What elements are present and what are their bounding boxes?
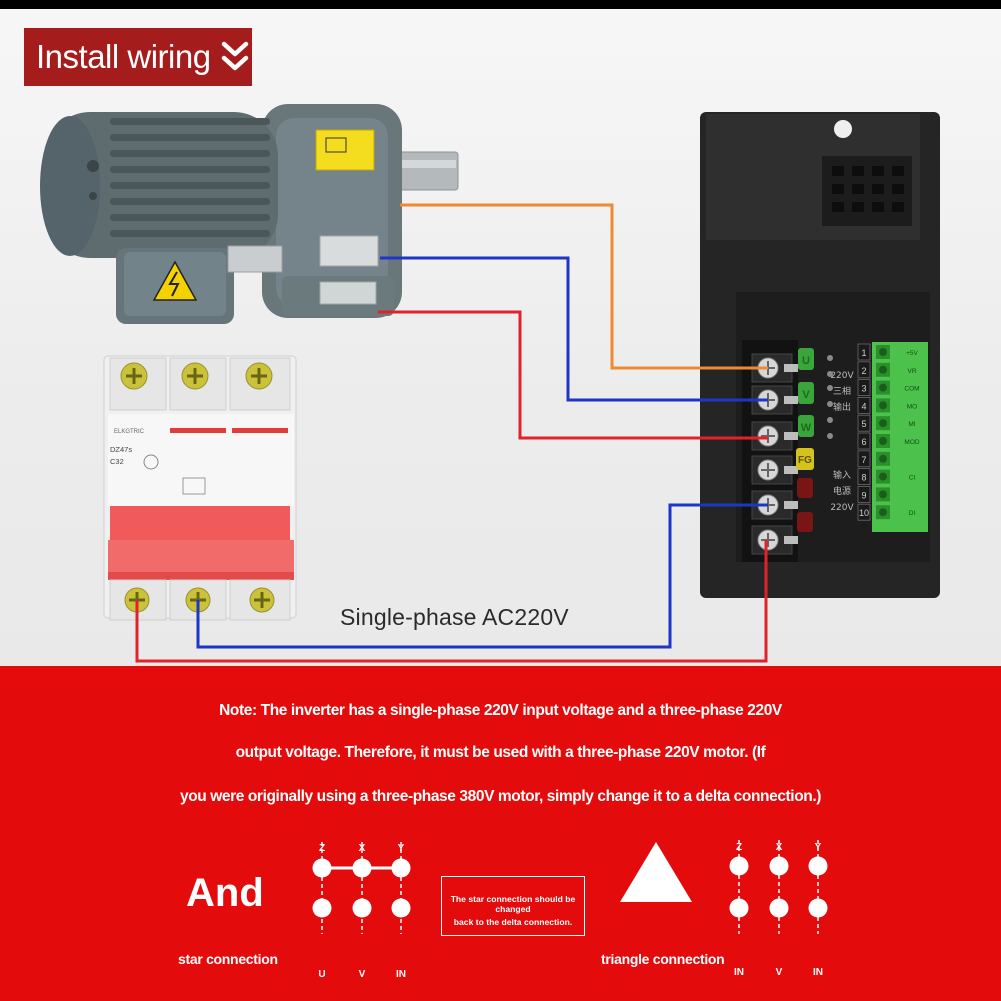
terminal-number: 9	[861, 490, 866, 500]
control-terminal-label: MO	[907, 403, 917, 410]
control-terminal-label: +5V	[906, 350, 918, 357]
gear-motor	[40, 104, 459, 324]
wires	[135, 203, 768, 663]
output-terminal-labels: U V W FG	[796, 348, 814, 532]
control-terminal-label: MOD	[904, 439, 919, 446]
terminal-number: 7	[861, 455, 866, 465]
star-bottom-label: IN	[396, 969, 406, 980]
note-line-2: output voltage. Therefore, it must be us…	[235, 744, 766, 761]
panel-label: 220V	[830, 503, 854, 513]
circuit-breaker: ELKGTRIC DZ47s C32	[103, 355, 297, 621]
panel-label: 输出	[833, 401, 851, 413]
note-line-3: you were originally using a three-phase …	[179, 788, 822, 805]
wire-blue-motor	[380, 256, 768, 402]
supply-voltage-label: Single-phase AC220V	[340, 604, 569, 630]
mount-hole	[834, 120, 852, 138]
wire-red-supply	[135, 540, 768, 663]
breaker-model: DZ47s	[110, 445, 132, 454]
breaker-rating: C32	[110, 457, 124, 466]
star-bottom-label: V	[358, 969, 366, 980]
triangle-bottom-label: IN	[734, 967, 744, 978]
breaker-brand: ELKGTRIC	[114, 429, 145, 435]
terminal-number: 5	[861, 419, 866, 429]
star-bottom-label: U	[318, 969, 326, 980]
terminal-dot	[391, 898, 411, 918]
star-connection-caption: star connection	[178, 951, 278, 967]
note-line-1: Note: The inverter has a single-phase 22…	[219, 702, 782, 719]
panel-label: 输入	[833, 469, 851, 481]
conversion-note-line-1: The star connection should be changed	[450, 894, 576, 914]
terminal-dot	[729, 856, 749, 876]
terminal-dot	[312, 898, 332, 918]
terminal-number: 3	[861, 384, 866, 394]
terminal-dot	[769, 856, 789, 876]
conversion-note-box: The star connection should be changed ba…	[441, 876, 585, 936]
top-border	[0, 0, 1001, 9]
terminal-dot	[352, 898, 372, 918]
triangle-connection-diagram	[729, 840, 828, 934]
triangle-top-label: Z	[735, 842, 743, 853]
panel-label: 电源	[833, 485, 851, 497]
terminal-number: 4	[861, 401, 866, 411]
conversion-note-line-2: back to the delta connection.	[453, 917, 573, 927]
and-word: And	[186, 871, 264, 915]
note-panel	[0, 666, 1001, 1001]
star-connection-diagram	[312, 842, 411, 934]
control-terminal-label: DI	[909, 510, 916, 517]
star-top-label: Z	[318, 843, 326, 854]
nameplate	[319, 235, 379, 267]
terminal-numbers: 1 2 3 4 5 6 7 8 9 10	[857, 343, 871, 521]
terminal-dot	[808, 898, 828, 918]
control-terminal-label: CI	[909, 475, 916, 482]
terminal-number: 6	[861, 437, 866, 447]
panel-label: 三相	[833, 385, 851, 397]
star-top-label: Y	[397, 843, 405, 854]
control-terminal-label: VR	[907, 368, 916, 375]
wire-red-motor	[378, 310, 768, 440]
control-terminal-label: MI	[908, 421, 915, 428]
connection-diagrams	[312, 840, 828, 934]
terminal-number: 2	[861, 366, 866, 376]
terminal-number: 10	[859, 508, 869, 518]
triangle-top-label: Y	[814, 842, 822, 853]
terminal-dot	[769, 898, 789, 918]
terminal-number: 1	[861, 348, 866, 358]
output-label-u: U	[802, 355, 810, 367]
install-wiring-banner: Install wiring	[24, 28, 252, 86]
wire-blue-supply	[196, 503, 768, 649]
double-chevron-down-icon	[221, 41, 248, 71]
terminal-number: 8	[861, 473, 866, 483]
triangle-top-label: X	[775, 842, 783, 853]
warning-triangle-icon	[152, 260, 198, 301]
triangle-icon	[620, 842, 692, 902]
triangle-bottom-label: IN	[813, 967, 823, 978]
equipment-illustration: ELKGTRIC DZ47s C32	[40, 104, 940, 663]
panel-label: 220V	[830, 371, 854, 381]
triangle-connection-caption: triangle connection	[601, 951, 725, 967]
output-label-v: V	[802, 389, 810, 401]
output-label-w: W	[801, 422, 812, 434]
terminal-dot	[808, 856, 828, 876]
triangle-bottom-label: V	[775, 967, 783, 978]
ground-label: FG	[798, 455, 812, 466]
warning-label	[315, 129, 375, 171]
star-top-label: X	[358, 843, 366, 854]
control-terminal-label: COM	[904, 386, 919, 393]
wire-orange	[400, 203, 768, 370]
banner-title: Install wiring	[36, 38, 211, 75]
terminal-dot	[729, 898, 749, 918]
